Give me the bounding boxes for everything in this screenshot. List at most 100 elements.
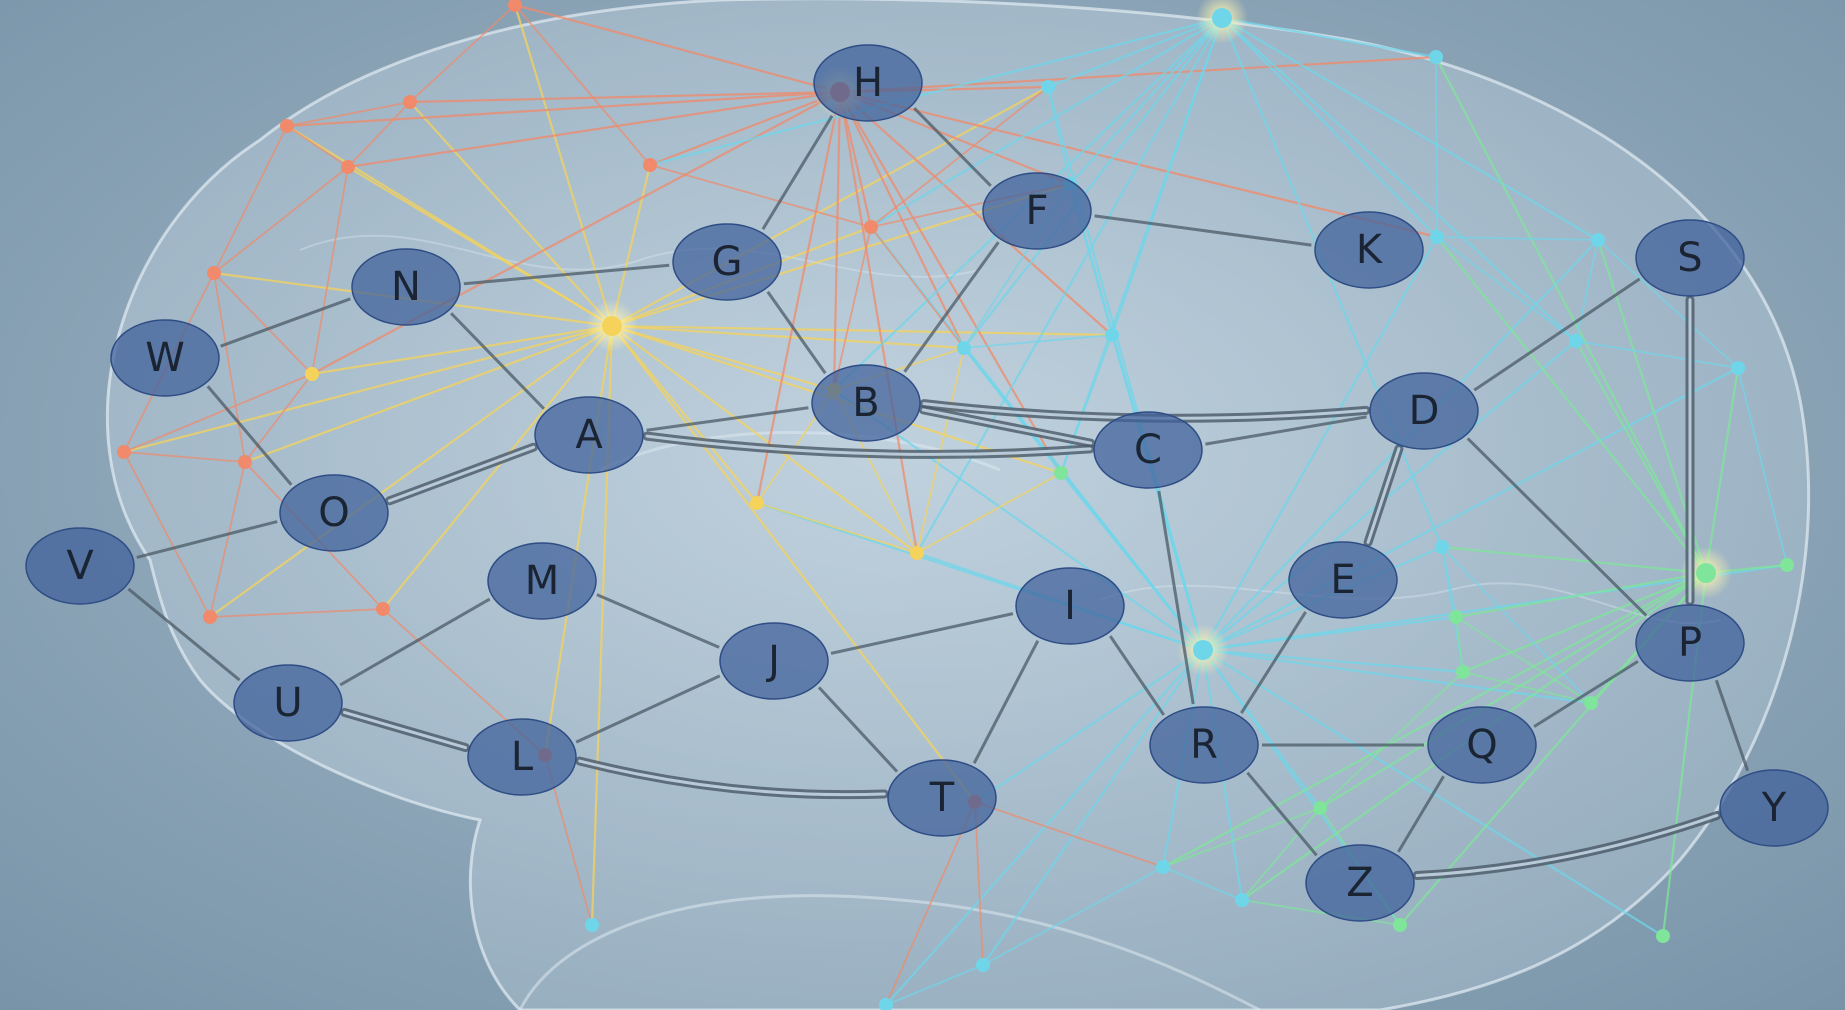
network-dot-15 bbox=[910, 546, 924, 560]
network-line-40 bbox=[974, 649, 1204, 803]
node-label-J: J bbox=[765, 638, 780, 684]
network-line-152 bbox=[1241, 899, 1401, 926]
edge-E-R bbox=[1240, 611, 1307, 714]
network-line-110 bbox=[244, 373, 313, 463]
node-label-S: S bbox=[1677, 235, 1702, 281]
network-line-105 bbox=[213, 272, 313, 375]
network-line-87 bbox=[1462, 571, 1707, 674]
network-dot-8 bbox=[203, 610, 217, 624]
edge-Q-P bbox=[1533, 660, 1639, 728]
edge-O-V bbox=[136, 520, 278, 559]
edge-D-E bbox=[1363, 444, 1404, 547]
network-line-119 bbox=[833, 226, 872, 391]
network-line-145 bbox=[1455, 616, 1464, 673]
node-Z[interactable]: Z bbox=[1305, 844, 1415, 922]
edge-B-C bbox=[918, 405, 1096, 448]
network-line-112 bbox=[123, 373, 313, 453]
node-O[interactable]: O bbox=[279, 474, 389, 552]
network-line-83 bbox=[1575, 340, 1707, 574]
node-D[interactable]: D bbox=[1369, 372, 1479, 450]
network-line-102 bbox=[213, 166, 349, 274]
network-dot-27 bbox=[1449, 610, 1463, 624]
node-L[interactable]: L bbox=[467, 718, 577, 796]
hub-green bbox=[1696, 563, 1716, 583]
node-W[interactable]: W bbox=[110, 319, 220, 397]
network-line-15 bbox=[611, 325, 918, 554]
edge-Z-Y-inner bbox=[1415, 813, 1719, 878]
node-B[interactable]: B bbox=[811, 364, 921, 442]
network-line-65 bbox=[885, 649, 1204, 1006]
node-F[interactable]: F bbox=[982, 172, 1092, 250]
node-P[interactable]: P bbox=[1635, 604, 1745, 682]
node-label-G: G bbox=[712, 239, 743, 285]
network-line-120 bbox=[870, 226, 965, 349]
edge-A-C-inner bbox=[645, 434, 1092, 456]
edge-Z-Y bbox=[1412, 810, 1722, 881]
hub-yellow bbox=[602, 316, 622, 336]
network-line-31 bbox=[838, 91, 919, 554]
edge-A-C bbox=[642, 431, 1095, 459]
node-Y[interactable]: Y bbox=[1719, 769, 1829, 847]
node-V[interactable]: V bbox=[25, 527, 135, 605]
network-line-155 bbox=[885, 964, 984, 1006]
node-J[interactable]: J bbox=[719, 622, 829, 700]
network-line-116 bbox=[974, 801, 1164, 868]
edge-G-B bbox=[766, 290, 827, 375]
network-line-37 bbox=[839, 55, 1437, 94]
network-line-151 bbox=[1241, 807, 1321, 901]
edge-P-Y bbox=[1714, 679, 1750, 772]
edge-L-J bbox=[575, 674, 721, 744]
node-K[interactable]: K bbox=[1314, 211, 1424, 289]
node-E[interactable]: E bbox=[1288, 541, 1398, 619]
network-dot-12 bbox=[864, 220, 878, 234]
network-dot-1 bbox=[643, 158, 657, 172]
node-R[interactable]: R bbox=[1149, 706, 1259, 784]
node-T[interactable]: T bbox=[887, 759, 997, 837]
network-line-23 bbox=[514, 3, 841, 94]
node-S[interactable]: S bbox=[1635, 219, 1745, 297]
node-C[interactable]: C bbox=[1093, 411, 1203, 489]
edge-H-G bbox=[761, 115, 834, 230]
node-label-L: L bbox=[511, 734, 534, 780]
edge-A-O bbox=[384, 442, 539, 506]
network-dot-37 bbox=[976, 958, 990, 972]
node-label-Y: Y bbox=[1761, 785, 1787, 831]
node-M[interactable]: M bbox=[487, 542, 597, 620]
node-A[interactable]: A bbox=[534, 396, 644, 474]
node-U[interactable]: U bbox=[233, 664, 343, 742]
network-line-139 bbox=[1597, 239, 1739, 369]
network-line-130 bbox=[963, 334, 1113, 349]
network-dot-5 bbox=[341, 160, 355, 174]
node-N[interactable]: N bbox=[351, 248, 461, 326]
network-dot-4 bbox=[207, 266, 221, 280]
network-dot-35 bbox=[1156, 860, 1170, 874]
network-line-8 bbox=[209, 325, 613, 618]
network-line-11 bbox=[611, 325, 976, 803]
node-label-H: H bbox=[853, 60, 883, 106]
edge-I-R bbox=[1109, 635, 1165, 716]
hub-cyan-top bbox=[1212, 8, 1232, 28]
edge-N-W bbox=[220, 297, 351, 348]
network-line-123 bbox=[756, 502, 918, 554]
network-line-78 bbox=[1220, 17, 1444, 548]
node-G[interactable]: G bbox=[672, 223, 782, 301]
network-line-111 bbox=[123, 451, 211, 618]
node-label-R: R bbox=[1190, 722, 1218, 768]
network-line-1 bbox=[610, 164, 652, 327]
network-line-17 bbox=[611, 324, 965, 350]
network-dot-0 bbox=[508, 0, 522, 12]
edge-H-F bbox=[913, 107, 992, 187]
network-line-101 bbox=[286, 125, 349, 168]
network-line-98 bbox=[286, 101, 411, 127]
network-line-16 bbox=[611, 324, 835, 392]
network-dot-3 bbox=[280, 119, 294, 133]
edge-R-Z bbox=[1246, 771, 1318, 857]
node-Q[interactable]: Q bbox=[1427, 706, 1537, 784]
network-dot-20 bbox=[1041, 80, 1055, 94]
network-line-52 bbox=[1202, 367, 1739, 651]
node-I[interactable]: I bbox=[1015, 567, 1125, 645]
network-dot-21 bbox=[1429, 50, 1443, 64]
network-dot-9 bbox=[376, 602, 390, 616]
node-H[interactable]: H bbox=[813, 44, 923, 122]
